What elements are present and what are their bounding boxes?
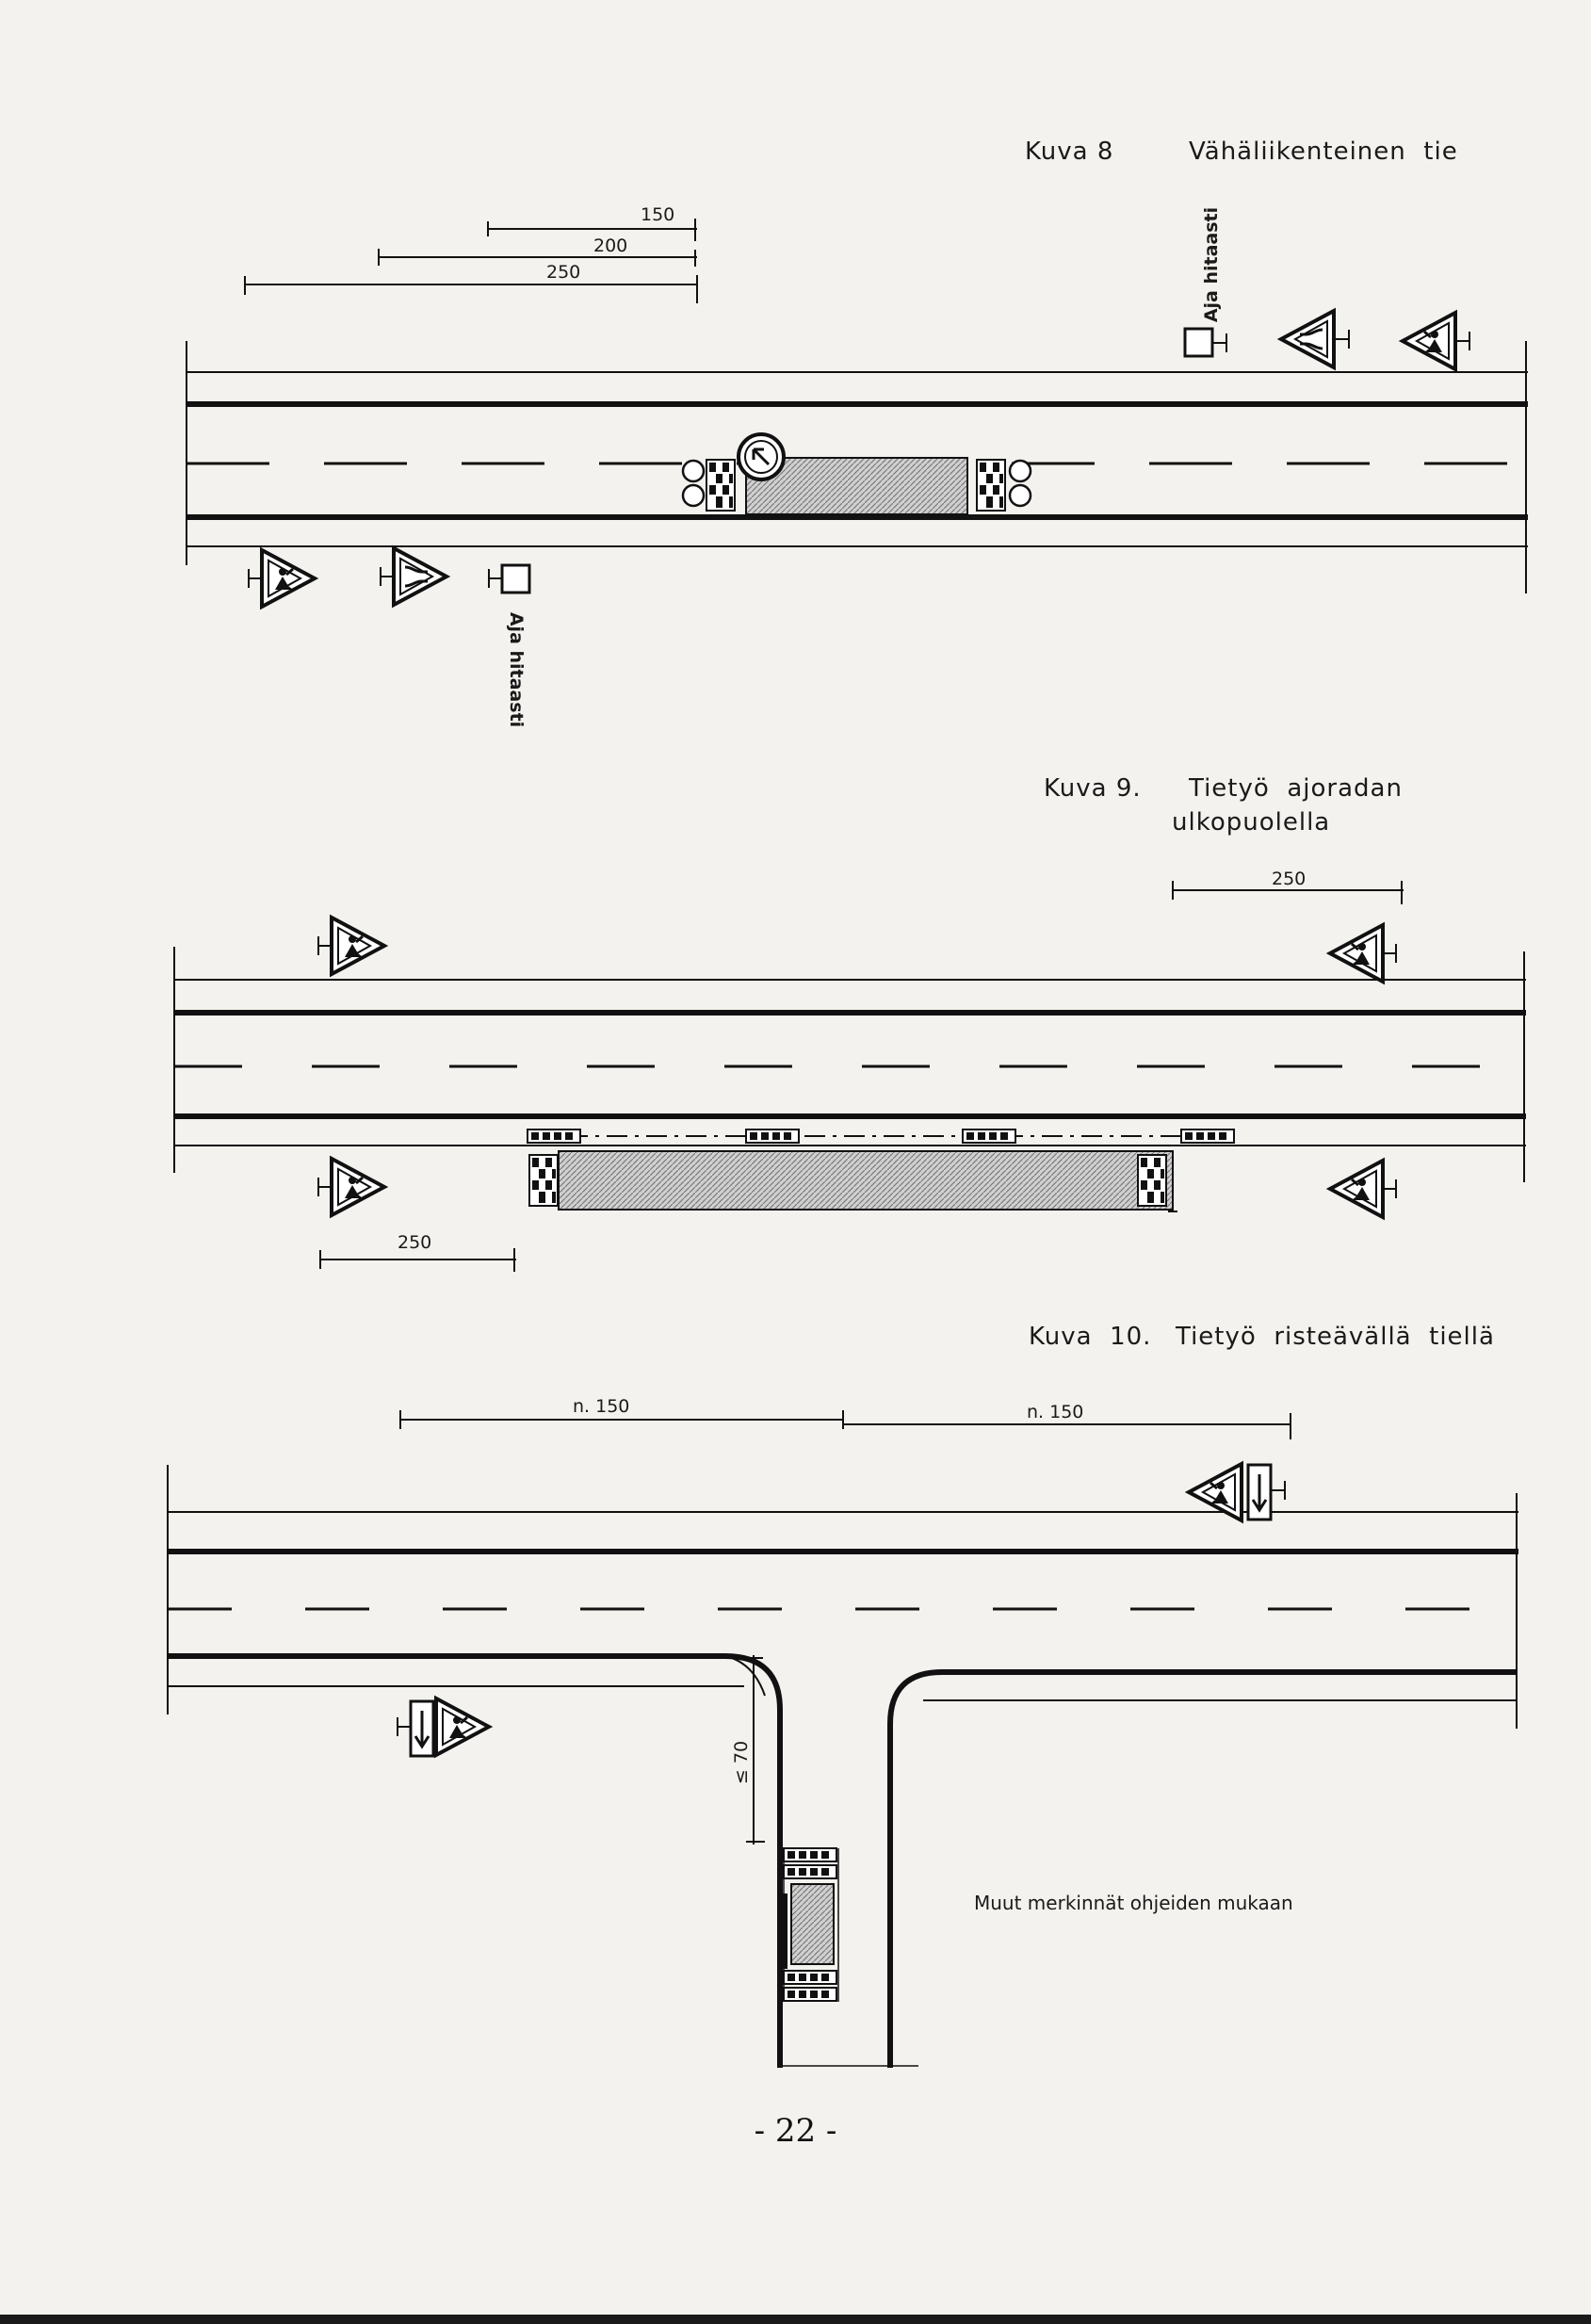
fig8-plaque-top <box>1183 327 1214 358</box>
page-bottom-edge <box>0 2315 1591 2324</box>
fig8-dimensions <box>244 219 698 303</box>
page-number: - 22 - <box>754 2112 837 2150</box>
figure-9 <box>173 881 1526 1272</box>
fig10-caption-title: Tietyö risteävällä tiellä <box>1176 1323 1495 1351</box>
fig9-sign-work-bottom-right <box>1328 1159 1385 1219</box>
figure-10 <box>167 1410 1518 2068</box>
fig9-sign-work-top-left <box>330 916 386 976</box>
fig8-sign-narrowing-top <box>1279 309 1336 369</box>
fig8-plaque-bottom <box>500 563 531 594</box>
figure-8 <box>186 219 1528 609</box>
fig8-dim-250: 250 <box>546 262 581 283</box>
fig10-note: Muut merkinnät ohjeiden mukaan <box>974 1892 1293 1914</box>
fig9-work-area <box>558 1150 1174 1211</box>
fig8-sign-narrowing-bottom <box>392 546 448 607</box>
fig9-caption-line1: Tietyö ajoradan <box>1189 774 1403 803</box>
fig9-road <box>173 947 1526 1182</box>
fig8-sign-work-top <box>1401 311 1457 371</box>
fig10-dim-left: n. 150 <box>573 1396 630 1417</box>
fig8-plaque-text-top: Aja hitaasti <box>1201 206 1223 323</box>
fig9-dim-bottom: 250 <box>398 1232 432 1253</box>
fig10-sign-top-right <box>1187 1462 1286 1522</box>
fig8-road <box>186 341 1528 593</box>
fig9-caption-line2: ulkopuolella <box>1172 808 1331 837</box>
fig10-dim-right: n. 150 <box>1027 1402 1084 1422</box>
fig8-caption-title: Vähäliikenteinen tie <box>1189 138 1458 166</box>
keep-left-sign-icon <box>737 432 786 481</box>
fig10-main-road <box>167 1465 1518 2068</box>
fig8-dim-200: 200 <box>593 236 628 256</box>
fig10-dim-vertical: ≤ 70 <box>731 1740 753 1785</box>
fig8-sign-work-bottom <box>260 548 317 609</box>
fig8-dim-150: 150 <box>641 204 675 225</box>
fig10-sign-bottom-left <box>397 1697 491 1758</box>
fig9-caption-number: Kuva 9. <box>1044 774 1142 803</box>
fig8-caption-number: Kuva 8 <box>1025 138 1114 166</box>
fig9-sign-work-bottom-left <box>330 1157 386 1217</box>
fig9-dim-top: 250 <box>1272 869 1307 889</box>
fig10-caption-number: Kuva 10. <box>1029 1323 1152 1351</box>
fig9-sign-work-top-right <box>1328 923 1385 983</box>
fig8-plaque-text-bottom: Aja hitaasti <box>506 611 528 728</box>
fig10-work-area <box>790 1883 835 1965</box>
